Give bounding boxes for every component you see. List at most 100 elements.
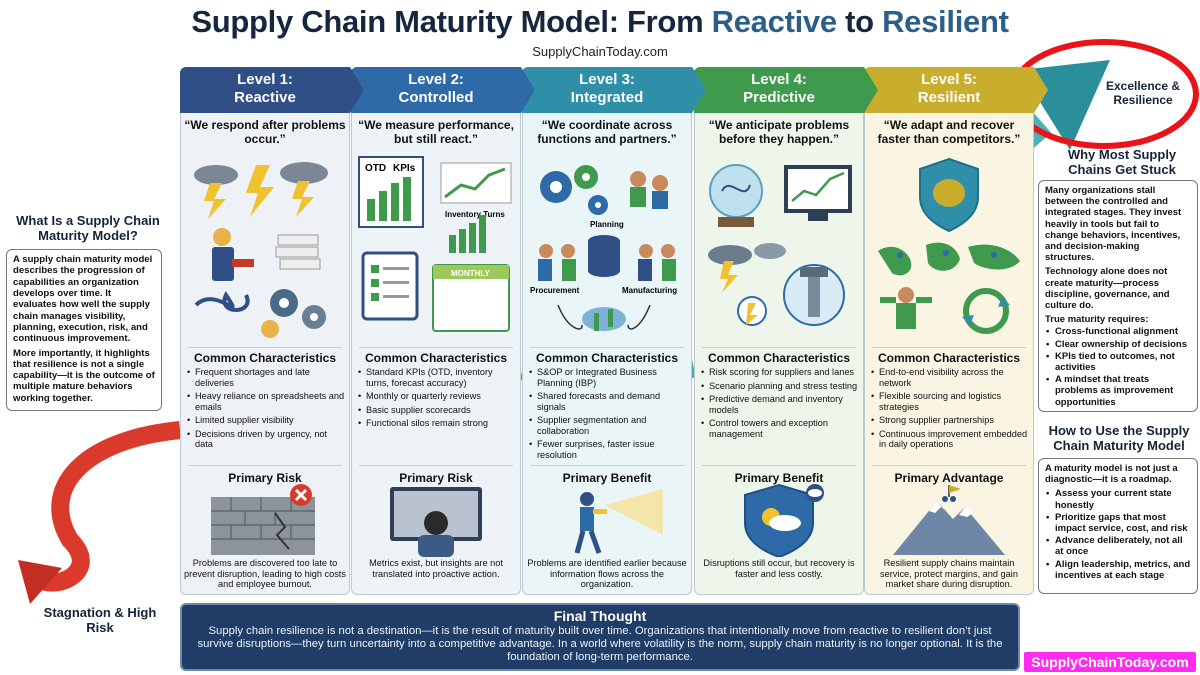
- section-divider: [702, 347, 856, 348]
- level-illustration: OTD KPIs Inventory Turns MONTHLY: [357, 155, 515, 347]
- characteristic-item: Shared forecasts and demand signals: [528, 391, 688, 412]
- definition-text-2: More importantly, it highlights that res…: [13, 347, 155, 404]
- flashlight-person-icon: [574, 489, 663, 554]
- level-quote: “We measure performance, but still react…: [358, 118, 514, 146]
- characteristics-list: End-to-end visibility across the network…: [870, 367, 1030, 453]
- characteristic-item: Fewer surprises, faster issue resolution: [528, 439, 688, 460]
- section-divider: [530, 347, 684, 348]
- monthly-label: MONTHLY: [451, 269, 490, 278]
- level-name: Integrated: [570, 89, 644, 106]
- stuck-list: Cross-functional alignmentClear ownershi…: [1045, 326, 1191, 407]
- outcome-illustration: [376, 483, 496, 557]
- outcome-heading: Primary Risk: [228, 471, 302, 485]
- outcome-text: Problems are discovered too late to prev…: [184, 558, 346, 590]
- shield-weather-icon: [744, 483, 824, 559]
- excellence-label: Excellence & Resilience: [1105, 79, 1181, 107]
- bullet-item: Assess your current state honestly: [1045, 488, 1191, 510]
- bullet-item: Align leadership, metrics, and incentive…: [1045, 559, 1191, 581]
- outcome-text: Disruptions still occur, but recovery is…: [703, 558, 855, 579]
- characteristic-item: Limited supplier visibility: [186, 415, 346, 426]
- section-divider: [359, 465, 513, 466]
- level-header: Level 1: Reactive: [180, 67, 364, 113]
- use-box: A maturity model is not just a diagnosti…: [1038, 458, 1198, 594]
- characteristics-heading: Common Characteristics: [535, 351, 679, 365]
- characteristic-item: Standard KPIs (OTD, inventory turns, for…: [357, 367, 517, 388]
- red-decline-arrow: [35, 421, 181, 592]
- outcome-illustration: [205, 483, 325, 557]
- level-name: Controlled: [398, 89, 474, 106]
- kpis-label: KPIs: [393, 163, 416, 174]
- characteristics-heading: Common Characteristics: [707, 351, 851, 365]
- characteristics-heading: Common Characteristics: [364, 351, 508, 365]
- level-name: Predictive: [743, 89, 815, 106]
- level-illustration: Planning Procurement Manufacturing: [528, 155, 686, 347]
- use-list: Assess your current state honestlyPriori…: [1045, 488, 1191, 581]
- level-quote: “We respond after problems occur.”: [184, 118, 346, 146]
- header-arrow-icon: [350, 67, 364, 113]
- characteristic-item: Basic supplier scorecards: [357, 405, 517, 416]
- outcome-heading: Primary Benefit: [562, 471, 652, 485]
- characteristic-item: Continuous improvement embedded in daily…: [870, 429, 1030, 450]
- final-thought-text: Supply chain resilience is not a destina…: [197, 625, 1003, 663]
- controlled-illustration: OTD KPIs Inventory Turns MONTHLY: [358, 156, 512, 332]
- header-arrow-icon: [864, 67, 878, 113]
- level-2-column: Level 2: Controlled “We measure performa…: [351, 67, 535, 595]
- outcome-illustration: [889, 483, 1009, 557]
- characteristic-item: Risk scoring for suppliers and lanes: [700, 367, 860, 378]
- outcome-heading: Primary Risk: [399, 471, 473, 485]
- header-arrow-icon: [1034, 67, 1048, 113]
- level-name: Resilient: [917, 89, 981, 106]
- planning-label: Planning: [590, 220, 624, 229]
- level-illustration: [870, 155, 1028, 347]
- outcome-heading: Primary Advantage: [894, 471, 1004, 485]
- bullet-item: Prioritize gaps that most impact service…: [1045, 512, 1191, 534]
- final-thought-heading: Final Thought: [553, 608, 647, 624]
- stuck-heading: Why Most Supply Chains Get Stuck: [1067, 147, 1177, 177]
- title-word-reactive: Reactive: [711, 4, 837, 39]
- level-quote: “We coordinate across functions and part…: [537, 118, 677, 146]
- level-illustration: [700, 155, 858, 347]
- bullet-item: Advance deliberately, not all at once: [1045, 535, 1191, 557]
- level-illustration: [186, 155, 344, 347]
- level-4-column: Level 4: Predictive “We anticipate probl…: [694, 67, 878, 595]
- characteristics-heading: Common Characteristics: [877, 351, 1021, 365]
- integrated-illustration: Planning Procurement Manufacturing: [530, 165, 677, 331]
- section-divider: [188, 347, 342, 348]
- characteristic-item: Frequent shortages and late deliveries: [186, 367, 346, 388]
- characteristic-item: Strong supplier partnerships: [870, 415, 1030, 426]
- characteristic-item: Heavy reliance on spreadsheets and email…: [186, 391, 346, 412]
- characteristics-list: Frequent shortages and late deliveriesHe…: [186, 367, 346, 453]
- website-badge[interactable]: SupplyChainToday.com: [1024, 652, 1196, 672]
- page-subtitle: SupplyChainToday.com: [532, 44, 668, 59]
- predictive-illustration: [708, 164, 852, 326]
- definition-text: A supply chain maturity model describes …: [13, 254, 153, 345]
- level-quote: “We adapt and recover faster than compet…: [877, 118, 1021, 146]
- level-5-column: Level 5: Resilient “We adapt and recover…: [864, 67, 1048, 595]
- level-header: Level 3: Integrated: [522, 67, 706, 113]
- confused-analyst-icon: [390, 487, 482, 557]
- level-3-column: Level 3: Integrated “We coordinate acros…: [522, 67, 706, 595]
- otd-label: OTD: [365, 163, 386, 174]
- characteristics-list: Standard KPIs (OTD, inventory turns, for…: [357, 367, 517, 432]
- bullet-item: Clear ownership of decisions: [1045, 339, 1191, 350]
- level-number: Level 2:: [408, 71, 464, 88]
- characteristic-item: Decisions driven by urgency, not data: [186, 429, 346, 450]
- bullet-item: A mindset that treats problems as improv…: [1045, 374, 1191, 408]
- characteristic-item: S&OP or Integrated Business Planning (IB…: [528, 367, 688, 388]
- manufacturing-label: Manufacturing: [622, 286, 677, 295]
- characteristic-item: Scenario planning and stress testing: [700, 381, 860, 392]
- level-quote: “We anticipate problems before they happ…: [708, 118, 850, 146]
- page-title: Supply Chain Maturity Model: From Reacti…: [191, 4, 1009, 39]
- mountain-summit-icon: [893, 485, 1005, 555]
- characteristic-item: Flexible sourcing and logistics strategi…: [870, 391, 1030, 412]
- level-number: Level 3:: [579, 71, 635, 88]
- level-name: Reactive: [234, 89, 296, 106]
- outcome-heading: Primary Benefit: [734, 471, 824, 485]
- final-thought-box: Final Thought Supply chain resilience is…: [180, 603, 1020, 671]
- red-arrowhead-icon: [18, 560, 62, 604]
- stuck-text-2: Technology alone does not create maturit…: [1045, 266, 1170, 312]
- left-heading: What Is a Supply Chain Maturity Model?: [16, 213, 160, 243]
- level-header: Level 5: Resilient: [864, 67, 1048, 113]
- left-definition-box: A supply chain maturity model describes …: [6, 249, 162, 411]
- crumbling-wall-icon: [211, 484, 315, 555]
